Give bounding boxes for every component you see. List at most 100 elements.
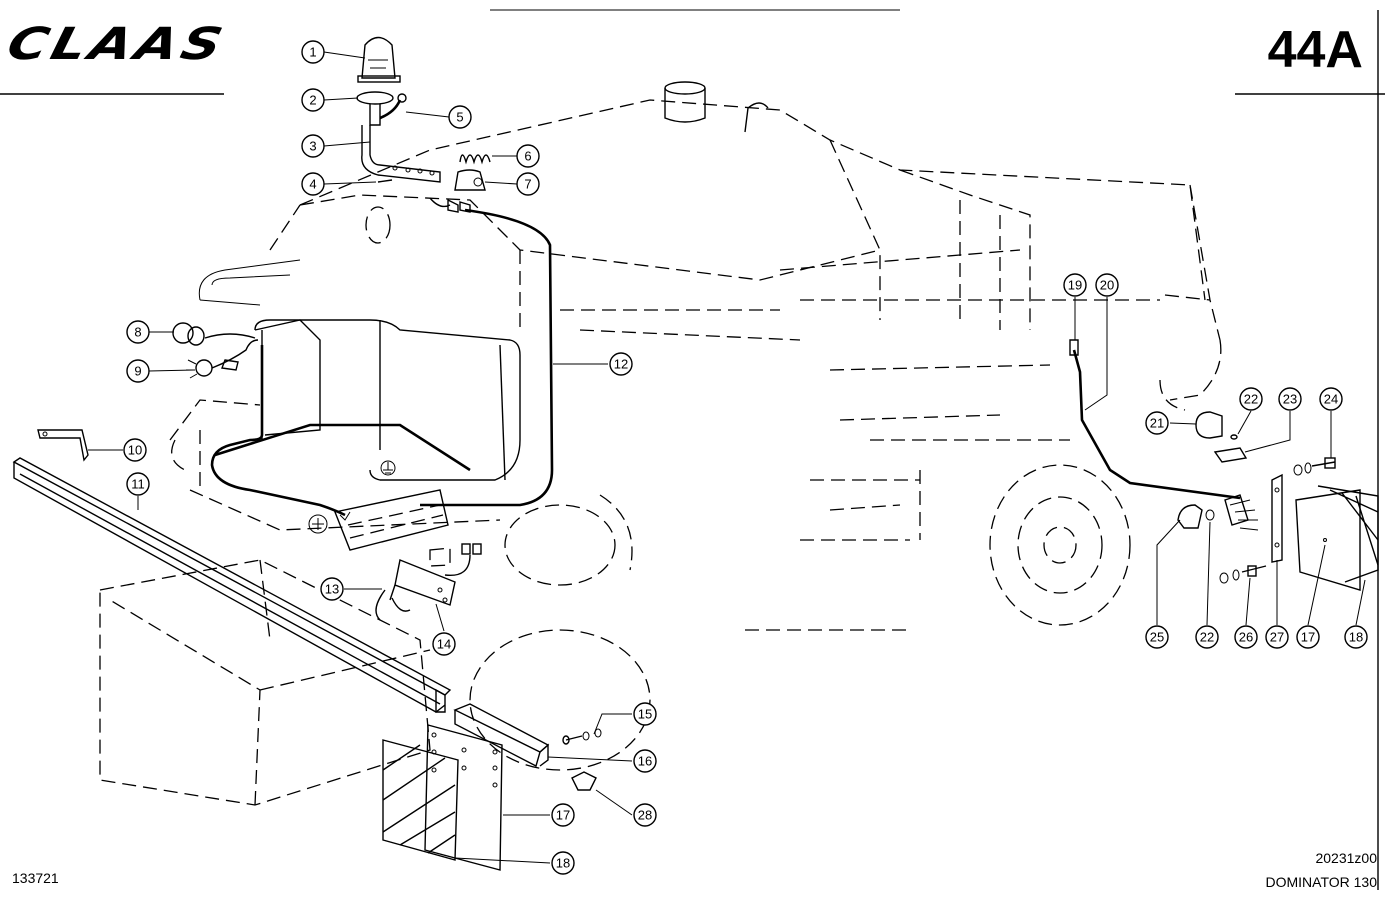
callout-6: 6: [516, 144, 540, 168]
callout-13-number: 13: [325, 582, 339, 597]
callout-26: 26: [1234, 625, 1258, 649]
callout-22-upper-number: 22: [1244, 392, 1258, 407]
warning-sign-18-left: [382, 739, 459, 861]
callout-17-right: 17: [1296, 625, 1320, 649]
callout-21-number: 21: [1150, 416, 1164, 431]
brand-logo: CLAAS: [2, 17, 232, 70]
callout-6-number: 6: [524, 149, 531, 164]
plus-symbol: [308, 514, 328, 534]
callout-20: 20: [1095, 273, 1119, 297]
callout-12-number: 12: [614, 357, 628, 372]
floor-cable: [214, 423, 471, 472]
callout-1-number: 1: [309, 45, 316, 60]
wire-ends: [1229, 499, 1259, 531]
clamp-25: [1177, 504, 1203, 529]
callout-4: 4: [301, 172, 325, 196]
callout-18-left-number: 18: [556, 856, 570, 871]
bracket-holes: [392, 165, 435, 176]
warning-sign-18-right: [1317, 485, 1379, 583]
callout-1: 1: [301, 40, 325, 64]
mounting-plate: [356, 91, 394, 105]
callout-22-upper: 22: [1239, 387, 1263, 411]
work-light-9: [186, 339, 259, 379]
callout-21: 21: [1145, 411, 1169, 435]
callout-27: 27: [1265, 625, 1289, 649]
terminal-strip: [334, 489, 449, 551]
support-rod: [1072, 349, 1241, 500]
mounting-bracket-16: [453, 703, 550, 768]
callout-9: 9: [126, 359, 150, 383]
callout-28-number: 28: [638, 808, 652, 823]
reflector-plate-17-left: [424, 724, 503, 871]
callout-4-number: 4: [309, 177, 316, 192]
callout-18-right: 18: [1344, 625, 1368, 649]
callout-7-number: 7: [524, 177, 531, 192]
clip-28: [571, 771, 597, 791]
clamp: [454, 169, 486, 191]
callout-10-number: 10: [128, 443, 142, 458]
callout-2: 2: [301, 88, 325, 112]
callout-13: 13: [320, 577, 344, 601]
callout-25-number: 25: [1150, 630, 1164, 645]
callout-14: 14: [432, 632, 456, 656]
callout-16: 16: [633, 749, 657, 773]
callout-5-number: 5: [456, 110, 463, 125]
callout-11: 11: [126, 472, 150, 496]
callout-3-number: 3: [309, 139, 316, 154]
cab-cable: [210, 345, 346, 517]
callout-20-number: 20: [1100, 278, 1114, 293]
plate-27: [1271, 473, 1283, 563]
callout-22-lower-number: 22: [1200, 630, 1214, 645]
work-light-8: [172, 322, 256, 346]
connector-pair: [429, 197, 471, 213]
callout-19: 19: [1063, 273, 1087, 297]
callout-17-right-number: 17: [1301, 630, 1315, 645]
warning-rail-11: [12, 457, 452, 713]
bolt-24: [1293, 457, 1336, 476]
bolt-15: [562, 728, 602, 745]
spring: [459, 154, 491, 165]
ground-symbol: [380, 460, 396, 476]
lamp-holder-14: [375, 543, 482, 621]
image-number: 133721: [12, 870, 59, 886]
bolt-26: [1219, 565, 1267, 584]
drawing-reference: 20231z00: [1315, 850, 1377, 866]
callout-7: 7: [516, 172, 540, 196]
callout-17-left: 17: [551, 803, 575, 827]
callout-27-number: 27: [1270, 630, 1284, 645]
callout-17-left-number: 17: [556, 808, 570, 823]
callout-5: 5: [448, 105, 472, 129]
callout-18-left: 18: [551, 851, 575, 875]
callout-9-number: 9: [134, 364, 141, 379]
callout-24-number: 24: [1324, 392, 1338, 407]
callout-22-lower: 22: [1195, 625, 1219, 649]
callout-15-number: 15: [638, 707, 652, 722]
grain-tank-panel: [254, 206, 521, 481]
callout-8: 8: [126, 320, 150, 344]
bracket-10: [37, 429, 89, 462]
callout-3: 3: [301, 134, 325, 158]
callout-23-number: 23: [1283, 392, 1297, 407]
callout-11-number: 11: [131, 477, 145, 492]
callout-25: 25: [1145, 625, 1169, 649]
leader-lines: [88, 51, 1366, 864]
callout-26-number: 26: [1239, 630, 1253, 645]
washer-22-lower: [1205, 509, 1215, 521]
callout-12: 12: [609, 352, 633, 376]
callout-18-right-number: 18: [1349, 630, 1363, 645]
bracket-23: [1213, 447, 1248, 463]
pin: [377, 179, 393, 183]
model-name: DOMINATOR 130: [1265, 874, 1377, 890]
callout-10: 10: [123, 438, 147, 462]
callout-2-number: 2: [309, 93, 316, 108]
callout-8-number: 8: [134, 325, 141, 340]
clamp-21: [1195, 411, 1223, 439]
callout-28: 28: [633, 803, 657, 827]
harvester-outline: [99, 81, 1222, 806]
washer-22: [1230, 434, 1238, 440]
beacon-light: [357, 36, 401, 83]
callout-16-number: 16: [638, 754, 652, 769]
beacon-cable: [379, 99, 402, 120]
